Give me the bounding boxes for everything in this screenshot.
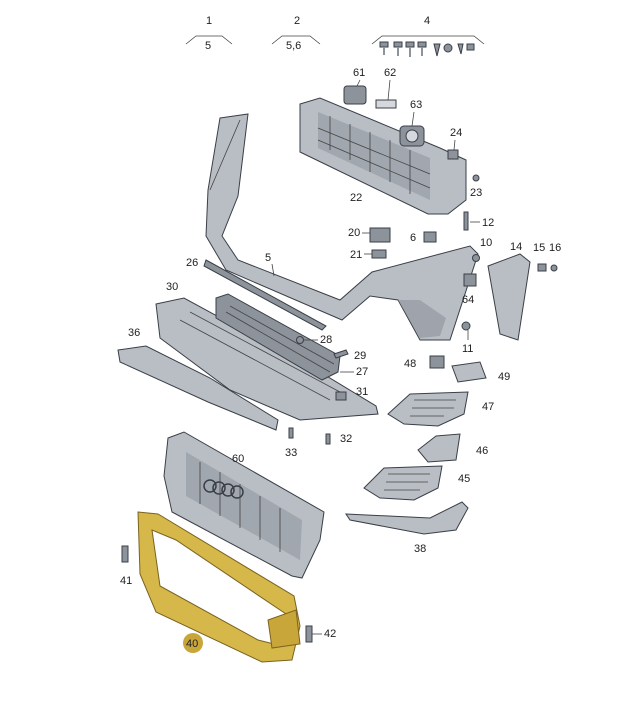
bracket-20: 20 <box>348 227 391 243</box>
callout-31: 31 <box>356 386 368 398</box>
callout-6: 6 <box>410 232 416 244</box>
bracket-49: 49 <box>451 361 510 383</box>
bolt-12: 12 <box>463 211 494 231</box>
nut-6: 6 <box>410 231 437 244</box>
callout-11: 11 <box>462 343 473 355</box>
bracket-1 <box>185 35 233 45</box>
callout-45: 45 <box>458 473 470 485</box>
callout-49: 49 <box>498 371 510 383</box>
callout-10: 10 <box>480 237 492 249</box>
clip-29: 29 <box>333 349 366 362</box>
callout-1: 1 <box>206 15 212 27</box>
callout-22: 22 <box>350 192 362 204</box>
group-4: 4 <box>371 15 485 57</box>
callout-21: 21 <box>350 249 362 261</box>
callout-26: 26 <box>186 257 198 269</box>
clip-15: 15 <box>533 242 547 272</box>
callout-42: 42 <box>324 628 336 640</box>
bracket-48: 48 <box>404 355 445 370</box>
callout-5-6: 5,6 <box>286 40 301 52</box>
callout-64: 64 <box>462 294 474 306</box>
callout-2: 2 <box>294 15 300 27</box>
screw-10: 10 <box>472 237 492 262</box>
callout-61: 61 <box>353 67 365 79</box>
callout-62: 62 <box>384 67 396 79</box>
clip-41: 41 <box>120 545 132 587</box>
sensor-63: 63 <box>399 99 425 147</box>
callout-16: 16 <box>549 242 561 254</box>
callout-5-top: 5 <box>205 40 211 52</box>
screw-11: 11 <box>461 321 473 355</box>
callout-15: 15 <box>533 242 545 254</box>
callout-20: 20 <box>348 227 360 239</box>
callout-40: 40 <box>186 638 198 650</box>
fastener-set-icon <box>379 41 475 57</box>
callout-33: 33 <box>285 447 297 459</box>
group-1: 1 5 <box>185 15 233 52</box>
screw-23: 23 <box>470 174 482 199</box>
callout-24: 24 <box>450 127 462 139</box>
trim-grille-47: 47 <box>387 391 494 427</box>
callout-46: 46 <box>476 445 488 457</box>
callout-48: 48 <box>404 358 416 370</box>
callout-30: 30 <box>166 281 178 293</box>
callout-29: 29 <box>354 350 366 362</box>
callout-63: 63 <box>410 99 422 111</box>
clip-62: 62 <box>375 67 397 109</box>
radiator-grille-60: 60 <box>163 431 325 579</box>
callout-5-bumper: 5 <box>265 252 271 264</box>
strip-26: 26 <box>186 257 327 331</box>
grille-insert-27: 27 <box>215 293 368 381</box>
clip-21: 21 <box>350 249 387 261</box>
bracket-61: 61 <box>343 67 367 105</box>
callout-36: 36 <box>128 327 140 339</box>
screw-32: 32 <box>325 433 352 445</box>
bracket-4 <box>371 35 485 45</box>
screw-33: 33 <box>285 427 297 459</box>
callout-4: 4 <box>424 15 430 27</box>
callout-28: 28 <box>320 334 332 346</box>
screw-28: 28 <box>296 334 332 346</box>
clip-24: 24 <box>447 127 462 160</box>
clip-42: 42 <box>305 625 336 643</box>
bracket-46: 46 <box>417 433 488 463</box>
side-bracket-14: 14 <box>487 241 531 341</box>
callout-38: 38 <box>414 543 426 555</box>
trim-strip-38: 38 <box>345 501 469 555</box>
grille-frame-22 <box>299 97 467 215</box>
group-2: 2 5,6 <box>271 15 321 52</box>
trim-grille-45: 45 <box>363 465 470 501</box>
four-rings-logo <box>203 479 244 499</box>
callout-47: 47 <box>482 401 494 413</box>
bumper-cover-5 <box>205 113 479 341</box>
grille-surround-40-highlighted <box>137 511 301 663</box>
screw-16: 16 <box>549 242 561 272</box>
bracket-2 <box>271 35 321 45</box>
clip-31: 31 <box>335 386 368 401</box>
callout-32: 32 <box>340 433 352 445</box>
bracket-64: 64 <box>462 273 477 306</box>
spoiler-36: 36 <box>117 327 279 431</box>
callout-12: 12 <box>482 217 494 229</box>
callout-23: 23 <box>470 187 482 199</box>
callout-41: 41 <box>120 575 132 587</box>
callout-60: 60 <box>232 453 244 465</box>
callout-14: 14 <box>510 241 522 253</box>
callout-27: 27 <box>356 366 368 378</box>
callout-badge-40: 40 <box>183 633 203 653</box>
